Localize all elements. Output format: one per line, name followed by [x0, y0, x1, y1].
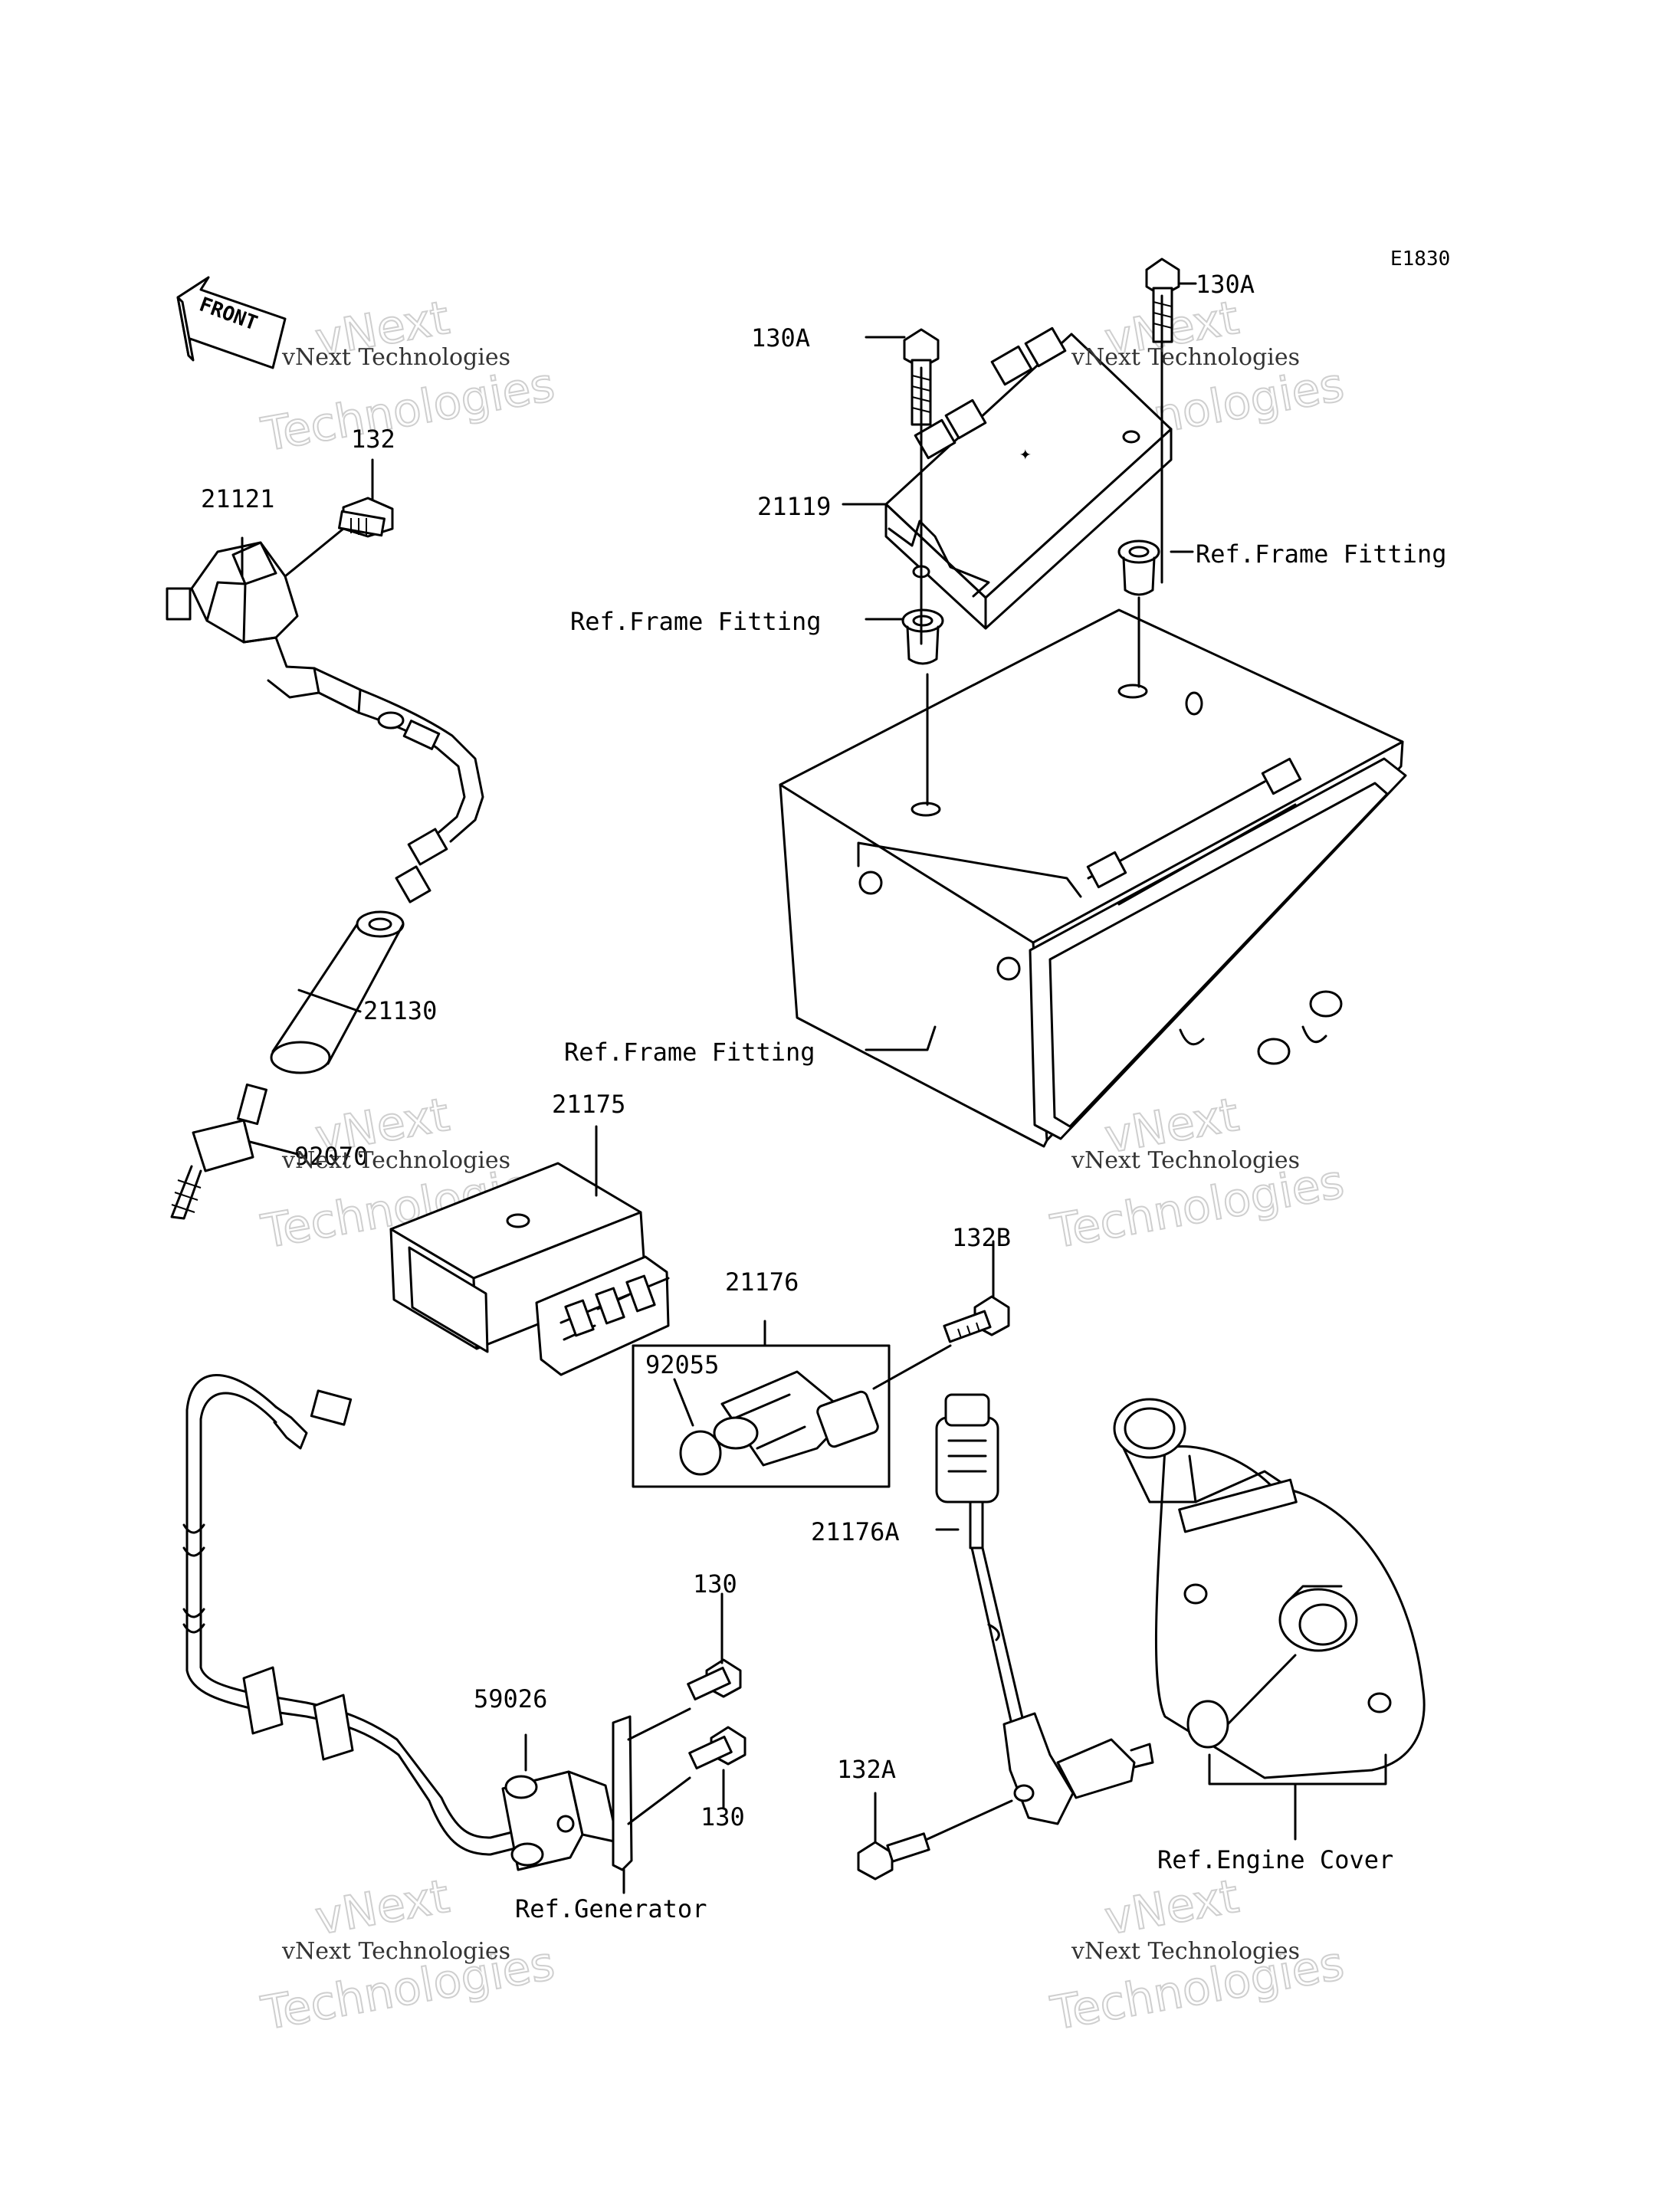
cdi-unit-21119: ✦: [884, 326, 1173, 630]
watermark-text-bottom-left: vNext Technologies: [281, 1938, 510, 1965]
label-92070: 92070: [294, 1142, 368, 1171]
spark-plug-cap-21130: [270, 910, 405, 1074]
label-92055: 92055: [645, 1350, 719, 1379]
label-130-top: 130: [693, 1569, 737, 1599]
front-arrow-icon: FRONT: [176, 276, 287, 369]
watermark-text-bottom-right: vNext Technologies: [1071, 1938, 1300, 1965]
label-21176A: 21176A: [811, 1517, 900, 1546]
bolt-130-bottom: [688, 1726, 746, 1770]
speed-sensor-21176A: [935, 1393, 1154, 1825]
label-132A: 132A: [837, 1755, 896, 1784]
label-21121: 21121: [201, 484, 274, 513]
pickup-coil-harness: [182, 1374, 691, 1871]
watermark-text-top-left: vNext Technologies: [281, 344, 510, 371]
spark-plug-92070: [170, 1083, 299, 1220]
grommet-right: [1117, 539, 1160, 596]
leader-lines: [241, 282, 1387, 1894]
label-59026: 59026: [474, 1684, 547, 1713]
label-132: 132: [351, 425, 395, 454]
grommet-left: [901, 608, 944, 665]
manufacturer-logo-icon: ✦: [1019, 442, 1032, 465]
label-130A-left: 130A: [751, 323, 810, 353]
label-130A-right: 130A: [1196, 270, 1255, 299]
label-ref-generator: Ref.Generator: [515, 1894, 707, 1923]
watermark-text-mid-left: vNext Technologies: [281, 1147, 510, 1174]
watermark-text-top-right: vNext Technologies: [1071, 344, 1300, 371]
label-21175: 21175: [552, 1090, 625, 1119]
watermark-text-mid-right: vNext Technologies: [1071, 1147, 1300, 1174]
svg-text:Technologies: Technologies: [258, 358, 559, 462]
bolt-132: [338, 497, 394, 538]
bolt-132B: [872, 1295, 1010, 1390]
label-ref-frame-fitting-right: Ref.Frame Fitting: [1196, 539, 1447, 569]
svg-text:vNext: vNext: [311, 1870, 453, 1946]
bolt-132A: [857, 1799, 1013, 1881]
svg-text:vNext: vNext: [1101, 1870, 1242, 1946]
label-ref-frame-fitting-left: Ref.Frame Fitting: [570, 607, 822, 636]
bolt-130-top: [687, 1658, 742, 1701]
label-130-bottom: 130: [701, 1802, 745, 1831]
label-21130: 21130: [363, 996, 437, 1025]
ignition-coil-21121: [166, 541, 484, 903]
battery-case: [779, 608, 1407, 1148]
diagram-code: E1830: [1390, 248, 1450, 271]
label-ref-engine-cover: Ref.Engine Cover: [1157, 1845, 1393, 1874]
label-ref-frame-fitting-battery: Ref.Frame Fitting: [564, 1038, 815, 1067]
label-21119: 21119: [757, 492, 831, 521]
label-132B: 132B: [952, 1223, 1011, 1252]
label-21176: 21176: [725, 1267, 799, 1297]
igniter-21175: [389, 1162, 670, 1376]
speed-sensor-21176: [632, 1320, 891, 1488]
engine-cover: [1113, 1398, 1426, 1779]
